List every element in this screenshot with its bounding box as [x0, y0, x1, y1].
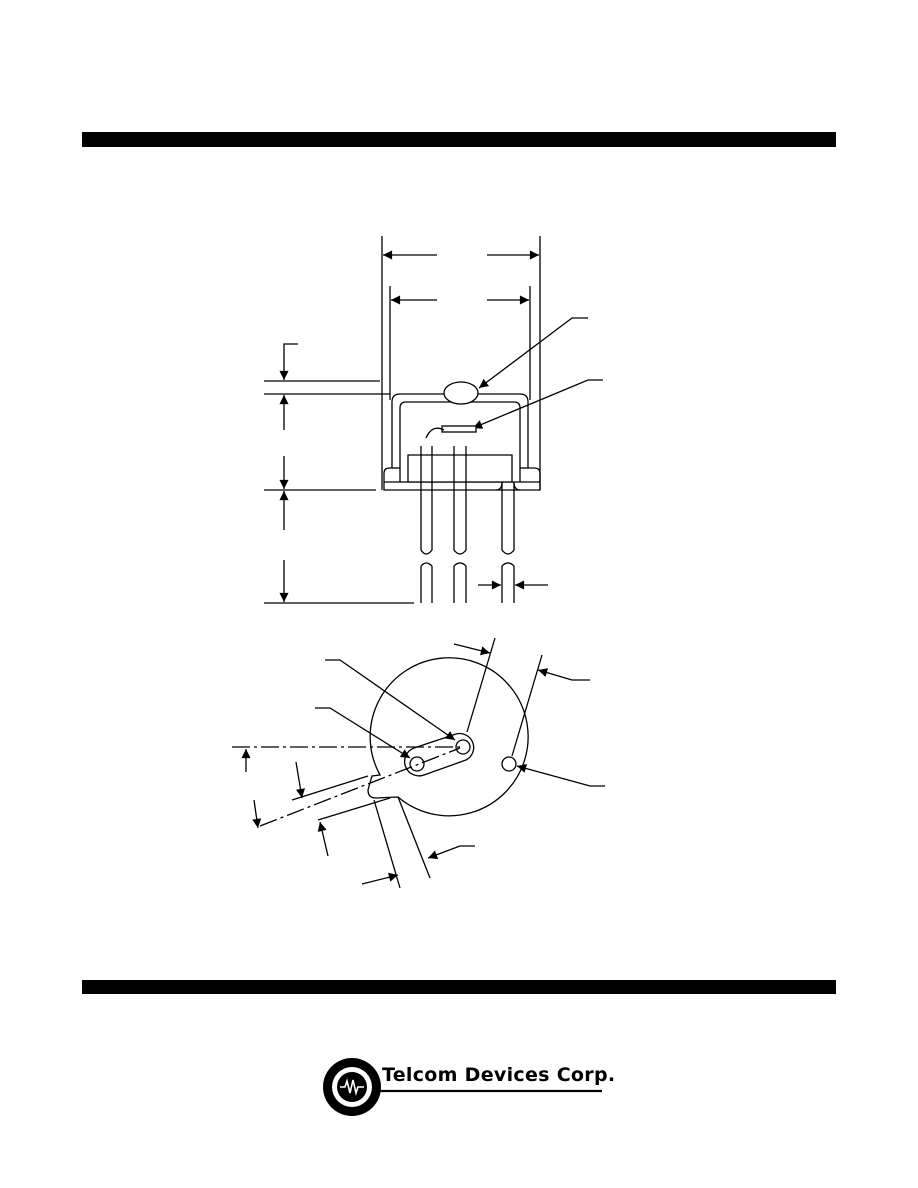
angle-extension-pin-1 — [466, 637, 496, 733]
dim-arrow-lens-height-top — [279, 343, 298, 381]
chip — [441, 425, 477, 433]
tab-edge-lower — [317, 797, 391, 821]
leader-pin-1 — [325, 659, 456, 741]
leader-pin-3 — [516, 764, 605, 787]
side-view — [264, 236, 603, 604]
angle-arrow-right — [537, 668, 590, 681]
company-name: Telcom Devices Corp. — [382, 1064, 616, 1086]
bottom-view — [232, 637, 605, 889]
leader-chip — [472, 379, 603, 429]
tab-axis — [259, 747, 461, 827]
dim-arrow-tab-right — [427, 845, 475, 860]
dim-arrow-offset-bottom — [252, 799, 262, 829]
leads — [420, 446, 521, 603]
tab-side-right — [397, 796, 431, 879]
pin-1 — [455, 739, 471, 755]
pin-3 — [501, 756, 517, 772]
header-base — [407, 454, 513, 483]
leader-pin-2 — [315, 707, 411, 759]
header-rule — [82, 132, 836, 147]
waveform-icon — [340, 1078, 364, 1096]
pin-pad — [403, 732, 475, 777]
company-logo — [323, 1058, 602, 1116]
footer-rule — [82, 980, 836, 994]
pin-2 — [409, 756, 425, 772]
lens — [443, 381, 479, 405]
angle-arrow-left — [453, 643, 491, 656]
angle-extension-pin-3 — [511, 654, 543, 757]
tab-side-left — [373, 799, 401, 889]
dim-arrow-tab-width-top — [295, 761, 305, 799]
dim-arrow-tab-left — [361, 872, 399, 885]
wire-bond — [425, 427, 445, 439]
leader-lens — [478, 317, 588, 389]
can-housing — [383, 393, 541, 491]
company-suffix: . — [607, 1064, 616, 1086]
dim-arrow-tab-width-bottom — [317, 821, 329, 857]
